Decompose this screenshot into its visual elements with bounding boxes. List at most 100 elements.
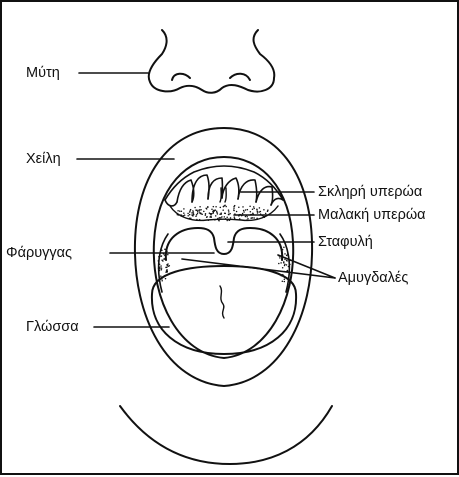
- stipple-dot: [159, 266, 161, 268]
- stipple-dot: [253, 206, 255, 208]
- stipple-dot: [189, 217, 191, 219]
- stipple-dot: [257, 212, 259, 214]
- stipple-dot: [282, 259, 284, 261]
- stipple-dot: [163, 253, 165, 255]
- stipple-dot: [205, 214, 207, 216]
- stipple-dot: [210, 213, 212, 215]
- stipple-dot: [252, 209, 254, 211]
- tonsil-pillar-left: [159, 234, 168, 292]
- stipple-dot: [246, 219, 248, 221]
- stipple-dot: [246, 215, 248, 217]
- stipple-dot: [286, 255, 288, 257]
- stipple-dot: [239, 214, 241, 216]
- stipple-dot: [189, 214, 191, 216]
- stipple-dot: [159, 270, 161, 272]
- stipple-dot: [197, 213, 199, 215]
- stipple-dot: [256, 217, 258, 219]
- stipple-dot: [161, 267, 163, 269]
- stipple-dot: [283, 246, 285, 248]
- stipple-dot: [212, 211, 214, 213]
- stipple-dot: [217, 213, 219, 215]
- stipple-dot: [283, 261, 285, 263]
- stipple-dot: [243, 211, 245, 213]
- stipple-dot: [280, 262, 282, 264]
- stipple-dot: [219, 217, 221, 219]
- stipple-dot: [287, 253, 289, 255]
- stipple-dot: [289, 264, 291, 266]
- tongue-groove: [220, 286, 224, 318]
- stipple-dot: [286, 260, 288, 262]
- stipple-dot: [243, 210, 245, 212]
- stipple-dot: [183, 215, 185, 217]
- stipple-dot: [222, 209, 224, 211]
- stipple-dot: [199, 206, 201, 208]
- stipple-dot: [181, 211, 183, 213]
- label-lips: Χείλη: [26, 151, 61, 167]
- stipple-dot: [253, 217, 255, 219]
- stipple-dot: [167, 254, 169, 256]
- stipple-dot: [214, 219, 216, 221]
- stipple-dot: [228, 214, 230, 216]
- stipple-dot: [240, 214, 242, 216]
- stipple-dot: [242, 214, 244, 216]
- stipple-dot: [161, 278, 163, 280]
- stipple-dot: [193, 211, 195, 213]
- stipple-dot: [229, 213, 231, 215]
- stipple-dot: [242, 206, 244, 208]
- stipple-dot: [213, 206, 215, 208]
- label-hard-palate: Σκληρή υπερώα: [318, 184, 422, 200]
- stipple-dot: [260, 213, 262, 215]
- stipple-dot: [265, 213, 267, 215]
- label-pharynx: Φάρυγγας: [6, 245, 72, 261]
- stipple-dot: [193, 213, 195, 215]
- stipple-dot: [267, 210, 269, 212]
- stipple-dot: [165, 278, 167, 280]
- stipple-dot: [197, 210, 199, 212]
- stipple-dot: [225, 213, 227, 215]
- stipple-dot: [286, 264, 288, 266]
- stipple-dot: [245, 209, 247, 211]
- stipple-dot: [289, 260, 291, 262]
- stipple-dot: [169, 265, 171, 267]
- stipple-dot: [199, 213, 201, 215]
- stipple-dot: [199, 211, 201, 213]
- label-tonsils: Αμυγδαλές: [338, 270, 408, 286]
- stipple-dot: [184, 214, 186, 216]
- stipple-dot: [220, 212, 222, 214]
- stipple-dot: [252, 213, 254, 215]
- stipple-dot: [279, 274, 281, 276]
- stipple-dot: [228, 211, 230, 213]
- stipple-dot: [284, 279, 286, 281]
- stipple-dot: [234, 218, 236, 220]
- stipple-dot: [159, 264, 161, 266]
- stipple-dot: [230, 217, 232, 219]
- stipple-dot: [220, 217, 222, 219]
- label-nose: Μύτη: [26, 65, 60, 81]
- stipple-dot: [238, 215, 240, 217]
- stipple-dot: [160, 275, 162, 277]
- stipple-dot: [199, 219, 201, 221]
- stipple-dot: [187, 215, 189, 217]
- stipple-dot: [279, 255, 281, 257]
- stipple-dot: [181, 215, 183, 217]
- stipple-dot: [247, 218, 249, 220]
- stipple-dot: [282, 255, 284, 256]
- stipple-dot: [189, 211, 191, 213]
- stipple-dot: [199, 209, 201, 211]
- tongue-outline: [152, 266, 296, 354]
- stipple-dot: [228, 209, 230, 211]
- stipple-dot: [158, 256, 160, 258]
- stipple-dot: [177, 214, 179, 216]
- stipple-dot: [228, 219, 230, 221]
- stipple-dot: [161, 249, 163, 251]
- stipple-dot: [200, 209, 202, 211]
- stipple-dot: [161, 259, 163, 261]
- stipple-dot: [195, 216, 197, 218]
- stipple-dot: [160, 255, 162, 257]
- nose-drawing: [149, 30, 275, 93]
- stipple-dot: [225, 206, 227, 208]
- stipple-dot: [236, 211, 238, 213]
- stipple-dot: [259, 207, 261, 209]
- stipple-dot: [256, 209, 258, 211]
